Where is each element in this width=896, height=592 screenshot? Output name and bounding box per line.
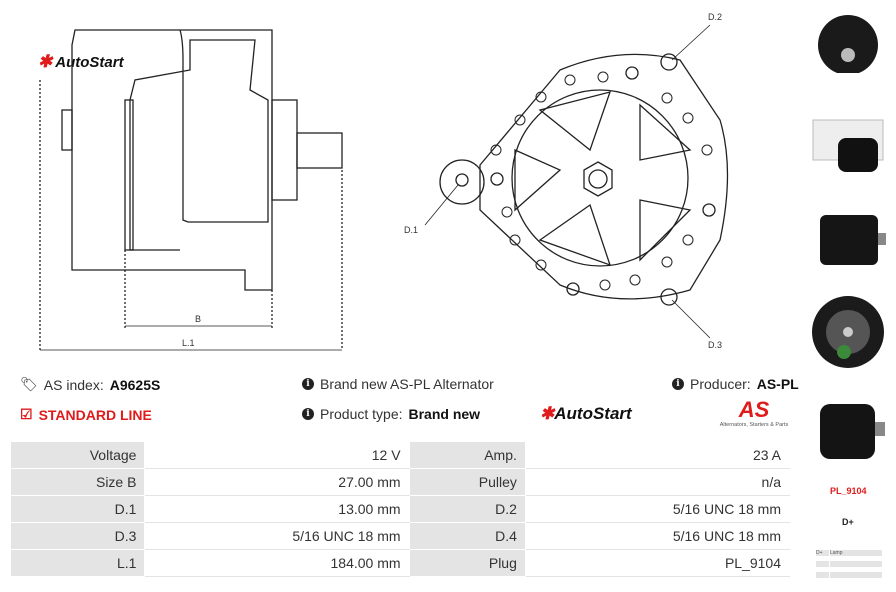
label-d1: D.1 [404,225,418,235]
as-index: 🏷AS index:A9625S [20,376,161,393]
technical-drawing: B L.1 D.2 D.3 D.1 [39,12,729,351]
tags-icon: 🏷 [20,376,38,392]
side-view [39,29,343,351]
label-d2: D.2 [708,12,722,22]
logo-icon: ✱ [540,404,555,423]
pin-row: D+Lamp [816,550,882,556]
logo-icon: ✱ [38,52,53,71]
front-view [424,24,729,339]
info-icon: i [672,378,684,390]
info-icon: i [302,378,314,390]
info-icon: i [302,408,314,420]
pin-table: D+Lamp [816,550,882,578]
label-l1: L.1 [182,338,195,348]
as-pl-logo: AS Alternators, Starters & Parts [719,397,789,429]
product-photo-rear[interactable] [808,5,888,73]
product-photo-box[interactable] [808,112,888,180]
product-photo-side[interactable] [808,205,888,273]
standard-line-badge: ☑STANDARD LINE [20,406,152,423]
product-photo-angle[interactable] [808,392,888,460]
watermark-logo: ✱AutoStart [540,404,632,423]
checkbox-icon: ☑ [20,406,33,422]
label-d3: D.3 [708,340,722,350]
plug-code: PL_9104 [830,486,867,496]
pin-row [816,561,882,567]
product-photo-front[interactable] [808,290,888,380]
plug-terminal: D+ [842,517,854,527]
label-b: B [195,314,201,324]
pin-row [816,572,882,578]
